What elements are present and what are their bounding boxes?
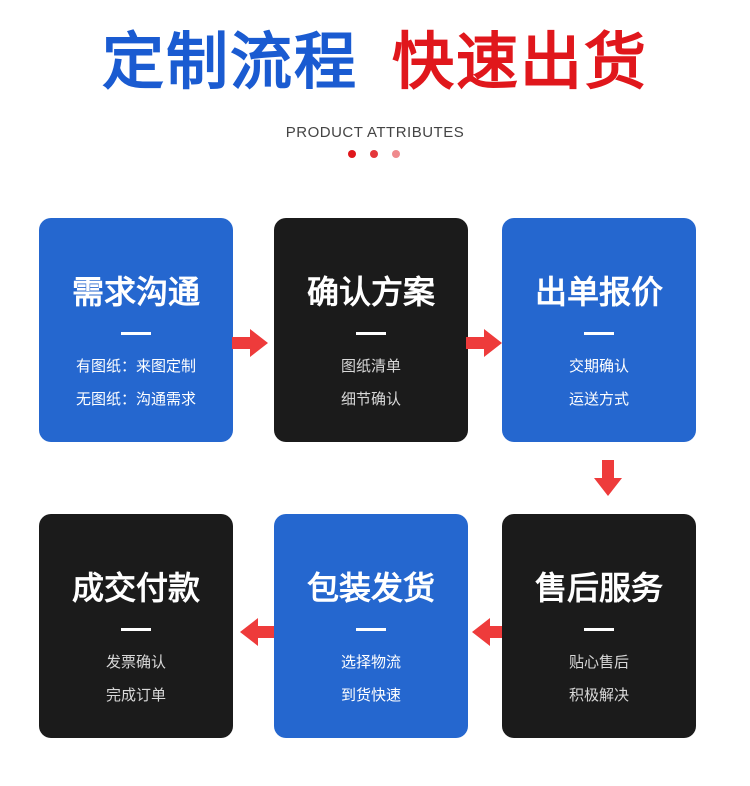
- step-card-1: 需求沟通 有图纸：来图定制 无图纸：沟通需求: [39, 218, 233, 442]
- step-line2: 完成订单: [105, 686, 166, 704]
- arrow-left-icon: [472, 618, 508, 646]
- arrow-down-icon: [594, 460, 622, 496]
- arrow-right-icon: [466, 329, 502, 357]
- divider: [356, 332, 386, 335]
- page-title: 定制流程快速出货: [0, 22, 750, 102]
- title-part1: 定制流程: [101, 25, 358, 98]
- step-line2: 到货快速: [340, 686, 401, 704]
- step-title: 成交付款: [71, 569, 200, 607]
- arrow-left-icon: [240, 618, 276, 646]
- step-card-3: 出单报价 交期确认 运送方式: [502, 218, 696, 442]
- step-card-2: 确认方案 图纸清单 细节确认: [274, 218, 468, 442]
- step-line2: 无图纸：沟通需求: [75, 390, 196, 408]
- step-line2: 运送方式: [568, 390, 629, 408]
- divider: [584, 332, 614, 335]
- step-title: 需求沟通: [71, 273, 200, 311]
- step-line1: 图纸清单: [340, 357, 401, 375]
- divider: [584, 628, 614, 631]
- dot-icon: [370, 150, 378, 158]
- step-line1: 有图纸：来图定制: [75, 357, 196, 375]
- step-line1: 交期确认: [568, 357, 629, 375]
- arrow-right-icon: [232, 329, 268, 357]
- dot-icon: [392, 150, 400, 158]
- step-line2: 积极解决: [568, 686, 629, 704]
- title-part2: 快速出货: [392, 25, 649, 98]
- step-line1: 选择物流: [340, 653, 401, 671]
- step-line1: 发票确认: [105, 653, 166, 671]
- step-card-6: 成交付款 发票确认 完成订单: [39, 514, 233, 738]
- decorative-dots: [348, 150, 408, 160]
- divider: [121, 628, 151, 631]
- step-title: 确认方案: [306, 273, 435, 311]
- step-line2: 细节确认: [340, 390, 401, 408]
- subtitle: PRODUCT ATTRIBUTES: [285, 124, 465, 141]
- dot-icon: [348, 150, 356, 158]
- step-title: 出单报价: [534, 273, 663, 311]
- step-line1: 贴心售后: [568, 653, 629, 671]
- step-title: 售后服务: [534, 569, 663, 607]
- step-title: 包装发货: [306, 569, 435, 607]
- step-card-4: 售后服务 贴心售后 积极解决: [502, 514, 696, 738]
- divider: [121, 332, 151, 335]
- divider: [356, 628, 386, 631]
- step-card-5: 包装发货 选择物流 到货快速: [274, 514, 468, 738]
